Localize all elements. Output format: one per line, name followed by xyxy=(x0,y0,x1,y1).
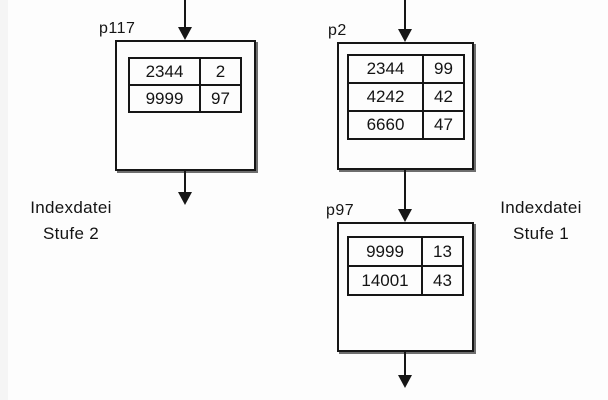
node-box-p97: 9999 13 14001 43 xyxy=(337,222,474,352)
index-table-p2: 2344 99 4242 42 6660 47 xyxy=(347,54,465,140)
key-cell: 2344 xyxy=(347,54,424,84)
pointer-cell: 13 xyxy=(421,236,464,267)
key-cell: 6660 xyxy=(347,110,424,140)
table-row: 14001 43 xyxy=(347,265,464,296)
arrow-line-out-of-p117 xyxy=(184,171,186,192)
arrow-line-p2-to-p97 xyxy=(404,170,406,209)
key-cell: 14001 xyxy=(347,265,423,296)
table-row: 9999 97 xyxy=(128,84,242,113)
arrow-line-out-of-p97 xyxy=(404,352,406,375)
pointer-cell: 97 xyxy=(199,84,242,113)
node-box-p117: 2344 2 9999 97 xyxy=(115,40,256,171)
page-edge-strip xyxy=(0,0,8,400)
arrow-down-icon xyxy=(398,375,412,388)
pointer-cell: 99 xyxy=(422,54,465,84)
table-row: 2344 99 xyxy=(347,54,465,84)
node-box-p2: 2344 99 4242 42 6660 47 xyxy=(337,42,474,170)
arrow-down-icon xyxy=(178,27,192,40)
index-table-p97: 9999 13 14001 43 xyxy=(347,236,464,296)
table-row: 2344 2 xyxy=(128,57,242,86)
key-cell: 9999 xyxy=(128,84,201,113)
caption-line-1: Indexdatei xyxy=(500,198,582,217)
caption-line-2: Stufe 1 xyxy=(513,224,569,243)
caption-line-2: Stufe 2 xyxy=(43,224,99,243)
caption-indexdatei-stufe-1: Indexdatei Stufe 1 xyxy=(484,195,598,247)
arrow-down-icon xyxy=(398,29,412,42)
key-cell: 9999 xyxy=(347,236,423,267)
pointer-cell: 43 xyxy=(421,265,464,296)
node-label-p117: p117 xyxy=(99,20,136,37)
arrow-line-into-p2 xyxy=(404,0,406,29)
node-label-p2: p2 xyxy=(328,22,347,39)
table-row: 9999 13 xyxy=(347,236,464,267)
pointer-cell: 2 xyxy=(199,57,242,86)
arrow-down-icon xyxy=(178,192,192,205)
key-cell: 4242 xyxy=(347,82,424,112)
node-label-p97: p97 xyxy=(326,202,355,219)
table-row: 4242 42 xyxy=(347,82,465,112)
caption-indexdatei-stufe-2: Indexdatei Stufe 2 xyxy=(14,195,128,247)
pointer-cell: 42 xyxy=(422,82,465,112)
pointer-cell: 47 xyxy=(422,110,465,140)
key-cell: 2344 xyxy=(128,57,201,86)
index-table-p117: 2344 2 9999 97 xyxy=(128,57,242,113)
arrow-line-into-p117 xyxy=(184,0,186,28)
arrow-down-icon xyxy=(398,209,412,222)
table-row: 6660 47 xyxy=(347,110,465,140)
caption-line-1: Indexdatei xyxy=(30,198,112,217)
